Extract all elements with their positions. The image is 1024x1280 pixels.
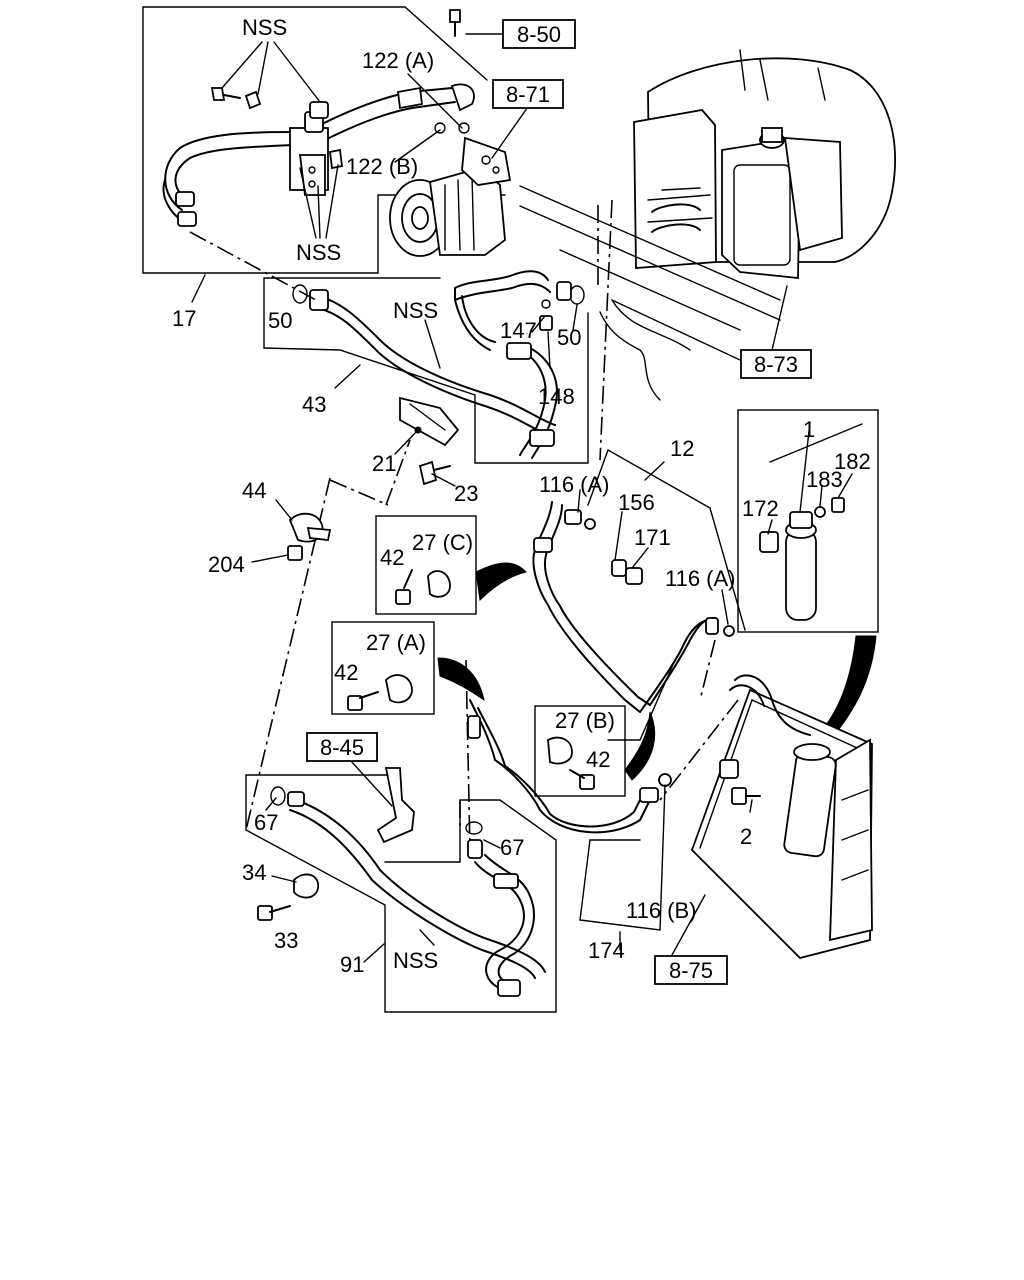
label-122b: 122 (B) <box>346 154 418 179</box>
label-34: 34 <box>242 860 266 885</box>
clamp-27c-box <box>375 515 527 615</box>
label-67-left: 67 <box>254 810 278 835</box>
clamp-27b-box <box>534 705 656 797</box>
upper-hose-assembly <box>162 83 475 227</box>
body-panel-lines <box>519 185 781 401</box>
label-91: 91 <box>340 952 364 977</box>
label-156: 156 <box>618 490 655 515</box>
label-23: 23 <box>454 481 478 506</box>
pipe-174 <box>467 699 672 951</box>
label-nss-43: NSS <box>393 298 438 323</box>
centrelines <box>189 199 739 851</box>
label-183: 183 <box>806 467 843 492</box>
ref-8-50[interactable]: 8-50 <box>502 19 576 49</box>
label-1: 1 <box>803 417 815 442</box>
label-148: 148 <box>538 384 575 409</box>
label-nss-top: NSS <box>242 15 287 40</box>
label-42-a: 42 <box>334 660 358 685</box>
label-12: 12 <box>670 436 694 461</box>
label-nss-91: NSS <box>393 948 438 973</box>
receiver-drier-box <box>737 409 879 741</box>
pipe-12-group <box>532 448 746 741</box>
bolts-top <box>210 9 461 170</box>
label-42-b: 42 <box>586 747 610 772</box>
label-21: 21 <box>372 451 396 476</box>
condenser <box>671 674 873 959</box>
ref-8-73[interactable]: 8-73 <box>740 349 812 379</box>
evaporator-unit <box>633 49 896 279</box>
hose-43-group <box>263 270 589 464</box>
label-204: 204 <box>208 552 245 577</box>
ref-8-75-label: 8-75 <box>669 958 713 983</box>
ref-8-50-label: 8-50 <box>517 22 561 47</box>
label-nss-bracket: NSS <box>296 240 341 265</box>
label-116b: 116 (B) <box>626 898 697 923</box>
label-17: 17 <box>172 306 196 331</box>
label-67-right: 67 <box>500 835 524 860</box>
ref-8-45-label: 8-45 <box>320 735 364 760</box>
label-122a: 122 (A) <box>362 48 434 73</box>
ref-8-75[interactable]: 8-75 <box>654 955 728 985</box>
label-50-right: 50 <box>557 325 581 350</box>
label-27b: 27 (B) <box>555 708 615 733</box>
label-27a: 27 (A) <box>366 630 426 655</box>
bracket-21 <box>399 396 460 486</box>
label-44: 44 <box>242 478 266 503</box>
hose-91-group <box>245 759 557 1013</box>
nss-leader-lines <box>221 41 339 239</box>
clamp-27a-box <box>331 621 485 715</box>
label-27c: 27 (C) <box>412 530 473 555</box>
ref-8-73-label: 8-73 <box>754 352 798 377</box>
label-171: 171 <box>634 525 671 550</box>
ref-8-71[interactable]: 8-71 <box>492 79 564 109</box>
ref-8-71-label: 8-71 <box>506 82 550 107</box>
label-182: 182 <box>834 449 871 474</box>
label-43: 43 <box>302 392 326 417</box>
ref-8-45[interactable]: 8-45 <box>306 732 378 762</box>
label-2: 2 <box>740 824 752 849</box>
clip-44 <box>251 499 332 563</box>
label-33: 33 <box>274 928 298 953</box>
label-116a-right: 116 (A) <box>665 566 736 591</box>
label-116a-top: 116 (A) <box>539 472 610 497</box>
label-172: 172 <box>742 496 779 521</box>
middle-leaders <box>191 274 788 487</box>
label-42-c: 42 <box>380 545 404 570</box>
label-174: 174 <box>588 938 625 963</box>
callout-labels: NSS 122 (A) 122 (B) NSS 17 50 NSS 147 50… <box>172 15 871 977</box>
label-50-left: 50 <box>268 308 292 333</box>
label-147: 147 <box>500 318 537 343</box>
